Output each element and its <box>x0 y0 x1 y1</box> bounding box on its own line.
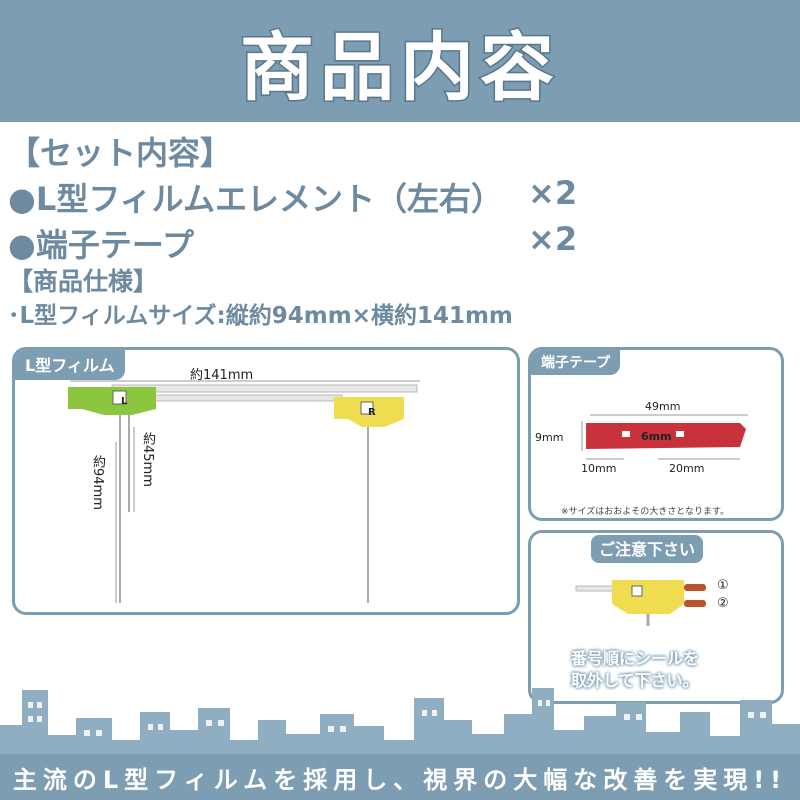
size-note: ※サイズはおおよその大きさとなります。 <box>561 507 730 517</box>
caution-mark-box <box>631 585 643 597</box>
film-strip-top <box>111 384 418 393</box>
item-tape-quantity: ×2 <box>528 220 578 258</box>
caution-terminal <box>612 580 684 614</box>
caution-panel: ご注意下さい ① ② 番号順にシールを 取外して下さい。 <box>528 530 784 704</box>
tape-panel-label: 端子テープ <box>531 350 621 375</box>
film-width-label: 約141mm <box>190 368 254 383</box>
page-title: 商品内容 <box>239 24 560 113</box>
film-short-height-label: 約45mm <box>140 432 155 487</box>
left-film-terminal <box>68 387 156 415</box>
cityscape-footer <box>0 688 800 800</box>
caution-instruction-line1: 番号順にシールを <box>571 649 700 668</box>
caution-instruction-line2: 取外して下さい。 <box>571 671 699 690</box>
building-windows <box>28 700 766 736</box>
film-diagram <box>68 380 420 603</box>
tape-height-label: 9mm <box>535 431 564 444</box>
tape-hole-right <box>676 431 684 437</box>
film-size-spec: ･L型フィルムサイズ:縦約94mm×横約141mm <box>8 303 513 329</box>
tape-hole-left <box>622 431 630 437</box>
item-film-element: ●L型フィルムエレメント（左右） <box>8 180 504 218</box>
tape-right-length-label: 20mm <box>669 462 705 475</box>
set-contents-heading: 【セット内容】 <box>8 134 233 172</box>
seal-2 <box>684 600 706 607</box>
slogan-band <box>0 754 800 800</box>
caution-panel-label: ご注意下さい <box>591 535 704 563</box>
seal-1 <box>684 584 706 591</box>
tape-length-label: 49mm <box>645 400 681 413</box>
left-mark-box <box>112 390 127 405</box>
header-banner: 商品内容 <box>0 0 800 122</box>
product-spec-heading: 【商品仕様】 <box>8 267 159 296</box>
film-total-height-label: 約94mm <box>90 455 105 510</box>
film-panel-label: L型フィルム <box>15 350 125 380</box>
right-mark: R <box>368 407 376 418</box>
caution-diagram <box>575 580 706 626</box>
tape-left-length-label: 10mm <box>581 462 617 475</box>
footer-slogan: 主流のL型フィルムを採用し、視界の大幅な改善を実現!! <box>12 766 788 794</box>
right-mark-box <box>360 401 374 415</box>
terminal-tape <box>586 423 746 449</box>
seal-number-2: ② <box>717 596 729 611</box>
item-terminal-tape: ●端子テープ <box>8 226 195 264</box>
tape-diagram <box>581 414 748 460</box>
tape-gap-label: 6mm <box>641 430 672 443</box>
tape-panel: 端子テープ 49mm 9mm 6mm 10mm 20mm ※サイズはおおよその大… <box>528 347 784 521</box>
left-mark: L <box>121 396 128 407</box>
item-film-quantity: ×2 <box>528 174 578 212</box>
seal-number-1: ① <box>717 578 729 593</box>
film-panel: L型フィルム 約141mm L R 約94mm 約45mm <box>12 347 520 615</box>
